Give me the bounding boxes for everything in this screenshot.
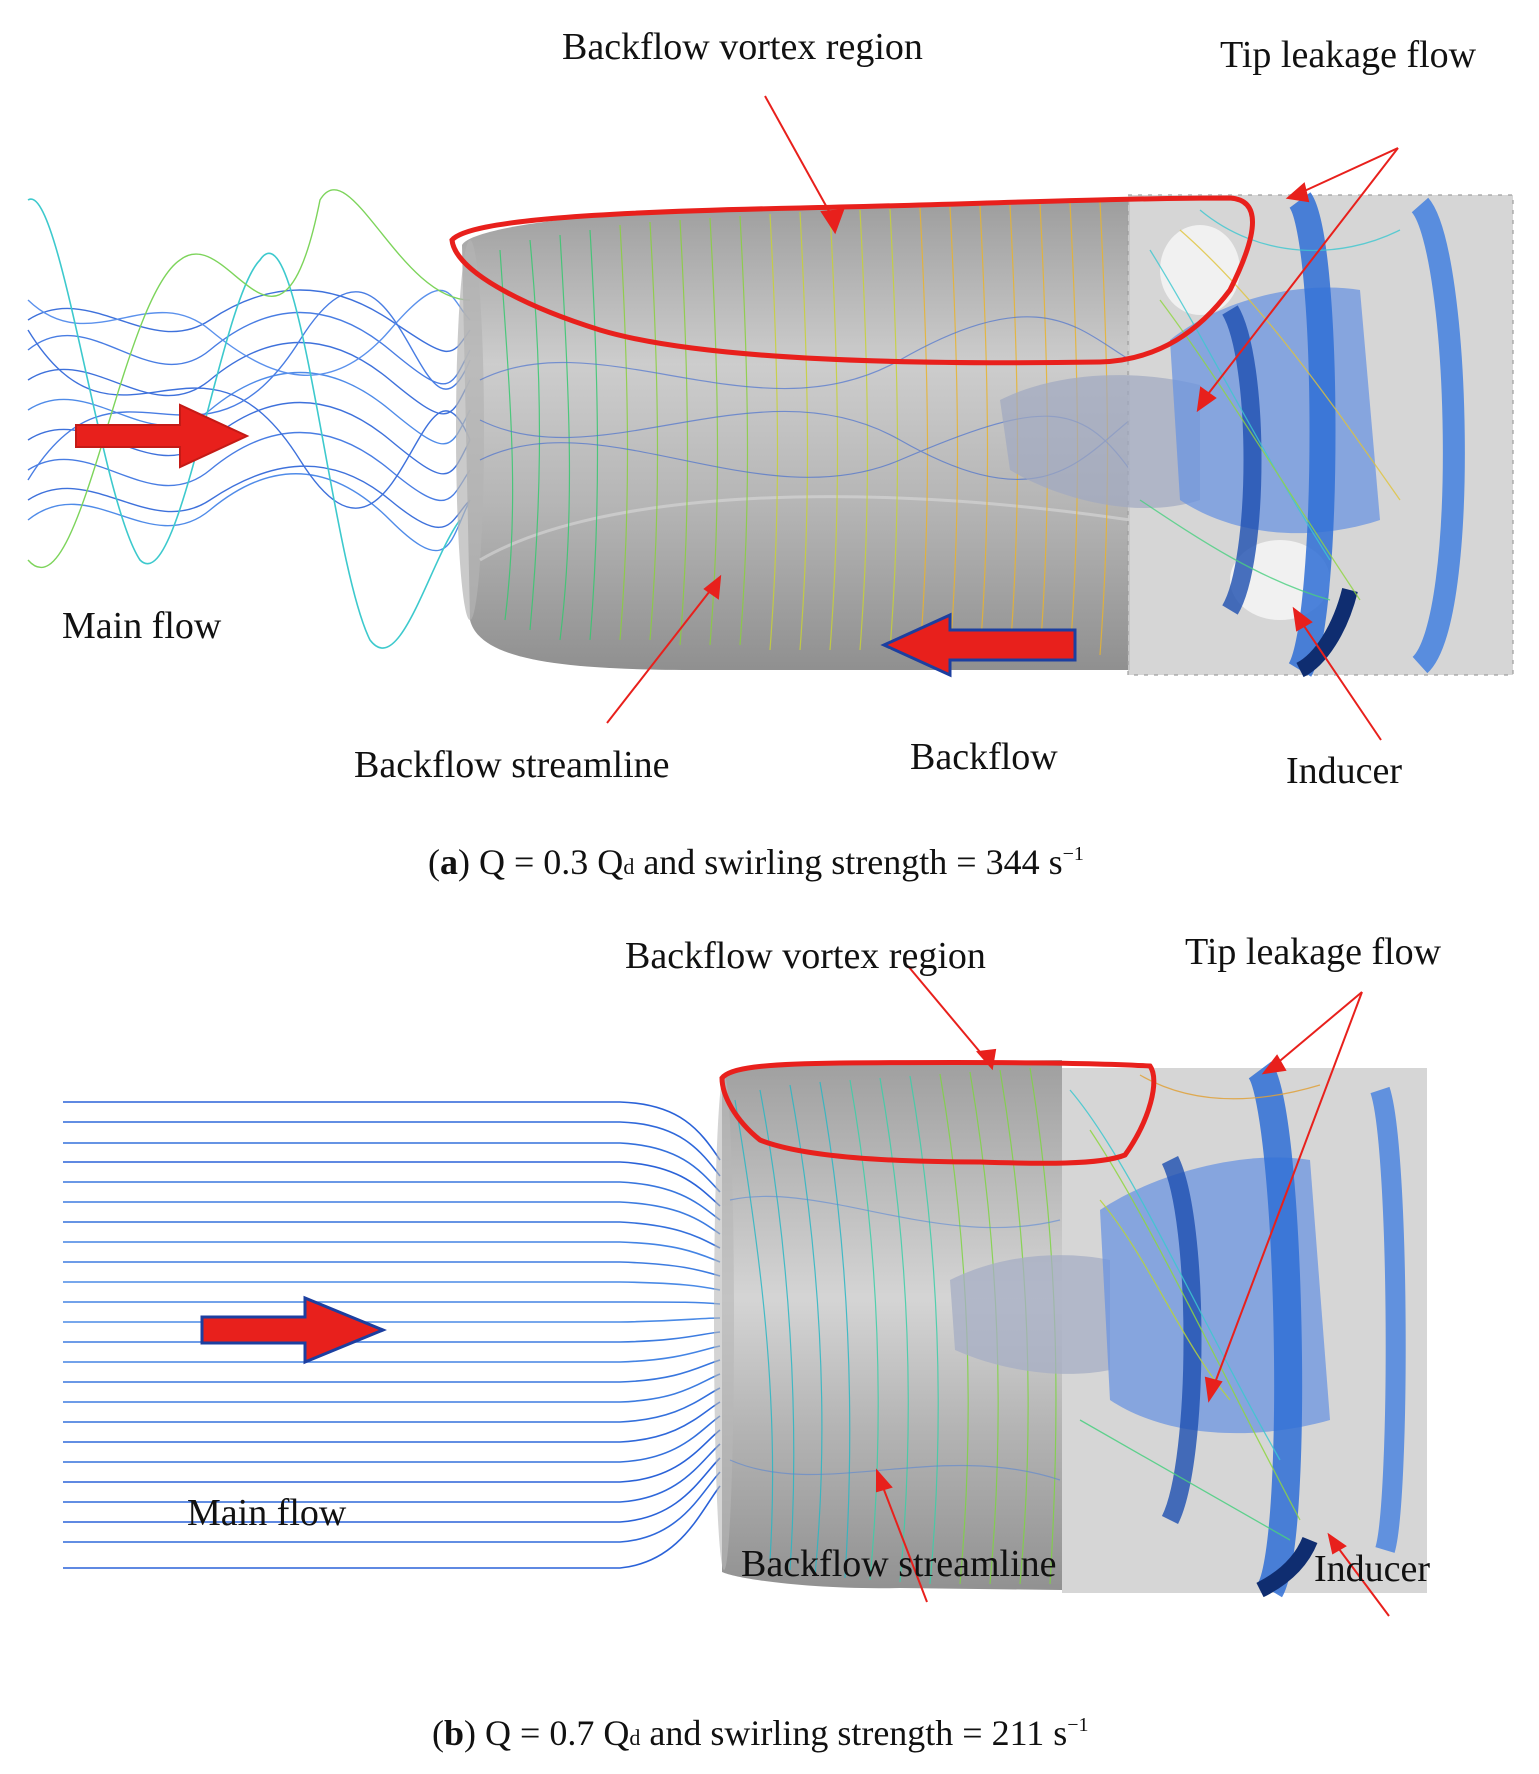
backflow-arrow-icon [880, 612, 1077, 678]
label-backflow: Backflow [910, 736, 1058, 778]
label-tip-leakage-flow: Tip leakage flow [1220, 34, 1477, 76]
main-flow-arrow-icon [75, 403, 250, 469]
tip-leakage-pointer-upper [1274, 991, 1363, 1066]
caption-a: (a) Q = 0.3 Qd and swirling strength = 3… [428, 842, 1084, 882]
backflow-streamlines [729, 1067, 1061, 1585]
caption-b-exp: −1 [1067, 1714, 1089, 1736]
label-backflow-streamline: Backflow streamline [354, 744, 670, 786]
backflow-surface [456, 200, 1131, 670]
panel-a: Backflow vortex region Tip leakage flow … [0, 0, 1539, 880]
label-inducer: Inducer [1314, 1548, 1431, 1590]
inducer-pointer [1335, 1544, 1390, 1617]
caption-b: (b) Q = 0.7 Qd and swirling strength = 2… [432, 1713, 1089, 1753]
tip-leakage-pointer-upper [1299, 147, 1399, 194]
label-inducer: Inducer [1286, 750, 1403, 792]
inducer-pointer [1299, 619, 1382, 741]
inducer-region [1000, 192, 1514, 678]
main-flow-arrow-icon [200, 1295, 387, 1365]
annotations [719, 965, 1390, 1617]
label-backflow-streamline: Backflow streamline [741, 1543, 1057, 1585]
backflow-streamline-pointer [880, 1481, 928, 1603]
caption-b-letter: b [444, 1713, 465, 1753]
panel-b: Backflow vortex region Tip leakage flow … [0, 900, 1539, 1774]
tip-leakage-pointer-lower [1204, 147, 1399, 399]
caption-a-letter: a [440, 842, 458, 882]
label-tip-leakage-flow: Tip leakage flow [1185, 931, 1442, 973]
vortex-region-pointer [764, 95, 836, 223]
caption-b-text: and swirling strength = 211 s [640, 1713, 1068, 1753]
panel-a-flow-visualization [27, 95, 1514, 741]
label-main-flow: Main flow [187, 1492, 347, 1534]
caption-a-q: Q = 0.3 Q [479, 842, 624, 882]
main-flow-streamlines [63, 1101, 721, 1569]
label-backflow-vortex-region: Backflow vortex region [562, 26, 923, 68]
label-backflow-vortex-region: Backflow vortex region [625, 935, 986, 977]
vortex-region-pointer [907, 965, 986, 1059]
backflow-vortex-region-outline [719, 1059, 1157, 1166]
backflow-streamline-pointer [606, 586, 714, 724]
label-main-flow: Main flow [62, 605, 222, 647]
panel-b-flow-visualization [63, 965, 1427, 1617]
caption-a-exp: −1 [1062, 843, 1084, 865]
caption-b-q-sub: d [629, 1725, 641, 1750]
main-flow-streamlines [27, 189, 471, 649]
caption-a-text: and swirling strength = 344 s [634, 842, 1063, 882]
caption-b-q: Q = 0.7 Q [485, 1713, 630, 1753]
backflow-vortex-region-outline [449, 195, 1255, 366]
annotations [449, 95, 1399, 741]
tip-leakage-pointer-lower [1212, 991, 1363, 1389]
caption-a-q-sub: d [623, 854, 635, 879]
inducer-region [950, 1061, 1427, 1598]
